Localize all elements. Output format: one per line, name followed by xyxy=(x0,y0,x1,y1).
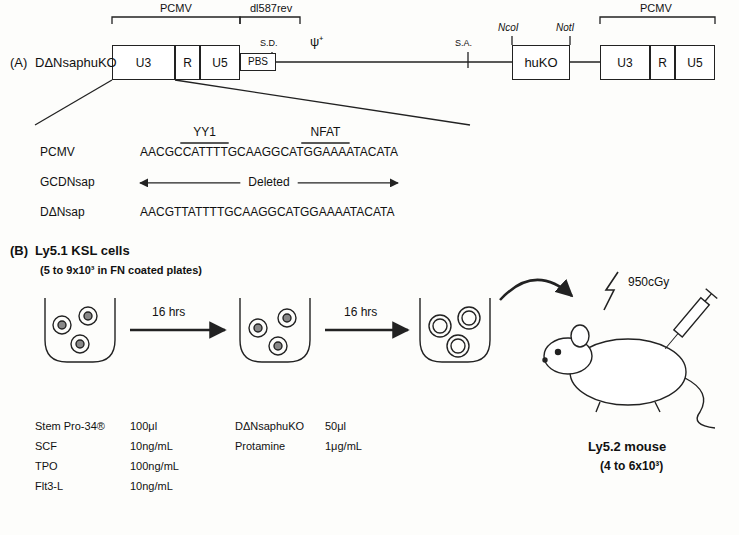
reagent-amount: 50μl xyxy=(325,420,346,433)
mouse xyxy=(543,325,715,428)
vector-segment-box: R xyxy=(175,45,200,80)
bracket xyxy=(600,17,715,24)
cells xyxy=(53,307,97,353)
motif-bar xyxy=(301,142,349,144)
sequence-name: PCMV xyxy=(40,146,75,160)
promoter-name: PCMV xyxy=(160,2,192,15)
reagent-name: Flt3-L xyxy=(35,480,63,493)
region-name: dl587rev xyxy=(250,2,292,15)
motif-name: NFAT xyxy=(311,126,341,140)
segment-label: U5 xyxy=(212,57,227,69)
segment-label: U5 xyxy=(687,57,702,69)
sequence: AACGCCATTTTGCAAGGCATGGAAAATACATA xyxy=(140,146,398,160)
tick xyxy=(569,36,570,45)
restriction-site: NotI xyxy=(556,22,574,34)
reagent-name: TPO xyxy=(35,460,58,473)
motif-name: YY1 xyxy=(193,126,216,140)
reagent-amount: 100μl xyxy=(130,420,157,433)
cell-note: (5 to 9x10³ in FN coated plates) xyxy=(40,264,202,277)
arrow xyxy=(130,329,225,332)
well xyxy=(240,298,310,362)
cells xyxy=(429,307,480,357)
time-label: 16 hrs xyxy=(152,306,185,320)
arrow xyxy=(325,329,408,332)
tick xyxy=(467,52,468,68)
deletion-arrow xyxy=(298,182,398,183)
vector-segment-box: U5 xyxy=(200,45,240,80)
panel-letter: (A) xyxy=(10,56,27,71)
segment-label: PBS xyxy=(248,57,268,67)
motif-bar xyxy=(180,142,228,144)
well xyxy=(45,298,115,362)
segment-label: huKO xyxy=(524,56,557,69)
site-label: S.D. xyxy=(260,38,278,48)
curved-arrow xyxy=(500,280,572,300)
segment-label: U3 xyxy=(617,57,632,69)
vector-map xyxy=(35,17,715,125)
tick xyxy=(511,36,512,45)
reagent-amount: 1μg/mL xyxy=(325,440,362,453)
promoter-name: PCMV xyxy=(640,2,672,15)
zoom-line xyxy=(175,80,470,125)
vector-segment-box: U3 xyxy=(112,45,175,80)
dose-label: 950cGy xyxy=(628,276,669,290)
reagent-name: DΔNsaphuKO xyxy=(235,420,304,433)
reagent-name: Stem Pro-34® xyxy=(35,420,105,433)
deletion-note: Deleted xyxy=(248,176,289,190)
deletion-arrow xyxy=(140,182,240,183)
restriction-site: NcoI xyxy=(498,22,519,34)
vector-segment-box: PBS xyxy=(240,53,276,71)
syringe xyxy=(659,289,717,354)
well xyxy=(420,298,490,362)
vector-segment-box: huKO xyxy=(512,45,570,80)
sequence-name: DΔNsap xyxy=(40,206,85,220)
cells xyxy=(249,309,296,355)
reagent-amount: 10ng/mL xyxy=(130,480,173,493)
zoom-line xyxy=(35,80,112,125)
reagent-amount: 100ng/mL xyxy=(130,460,179,473)
protocol xyxy=(45,272,717,428)
segment-label: U3 xyxy=(136,57,151,69)
reagent-name: SCF xyxy=(35,440,57,453)
sequence-name: GCDNsap xyxy=(40,176,95,190)
site-label: S.A. xyxy=(455,38,472,48)
irradiation-symbol xyxy=(604,272,618,310)
bracket xyxy=(112,17,240,24)
time-label: 16 hrs xyxy=(344,306,377,320)
cell-type: Ly5.1 KSL cells xyxy=(35,244,130,259)
panel-letter: (B) xyxy=(10,244,28,259)
vector-segment-box: U5 xyxy=(675,45,715,80)
cell-dose: (4 to 6x10³) xyxy=(600,460,663,474)
vector-name: DΔNsaphuKO xyxy=(35,56,117,71)
site-label: ψ⁺ xyxy=(310,35,323,50)
reagent-name: Protamine xyxy=(235,440,285,453)
segment-label: R xyxy=(658,57,667,69)
vector-segment-box: U3 xyxy=(600,45,650,80)
recipient-label: Ly5.2 mouse xyxy=(588,440,666,455)
bracket xyxy=(240,17,300,24)
vector-segment-box: R xyxy=(650,45,675,80)
segment-label: R xyxy=(183,57,192,69)
sequence: AACGTTATTTTGCAAGGCATGGAAAATACATA xyxy=(140,206,394,220)
reagent-amount: 10ng/mL xyxy=(130,440,173,453)
